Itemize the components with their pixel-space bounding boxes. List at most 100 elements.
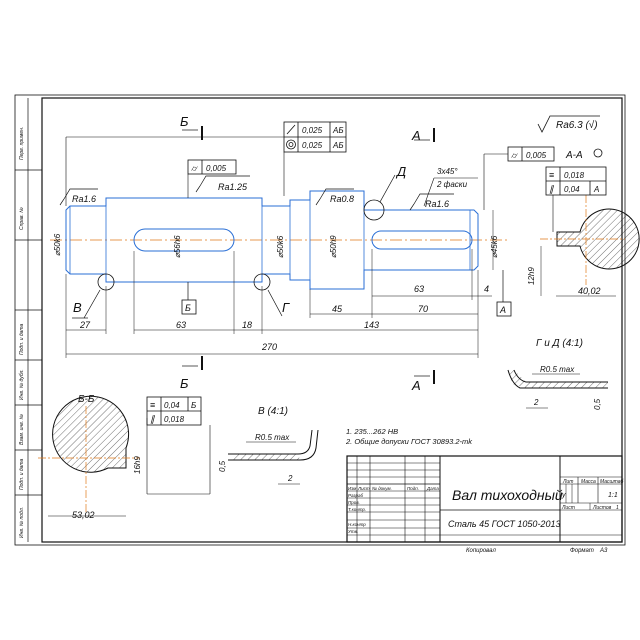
dim-d-collar: ⌀50h9 <box>329 235 338 258</box>
tb-utv: Утв. <box>348 529 358 534</box>
footer-format-value: А3 <box>599 548 608 554</box>
view-callouts: В Г Д <box>72 164 406 319</box>
dim-70: 70 <box>418 304 428 314</box>
par-a-value: 0,04 <box>564 185 580 194</box>
general-roughness-text: Ra6.3 (√) <box>556 119 598 131</box>
svg-text:⌭: ⌭ <box>511 151 518 160</box>
shaft-main-view <box>50 190 510 291</box>
tb-col-scale: Масштаб <box>600 479 624 485</box>
svg-text:∥: ∥ <box>549 184 555 194</box>
detail-gd-dim2: 2 <box>533 398 539 407</box>
svg-text:∥: ∥ <box>150 414 156 424</box>
label-view-g: Г <box>282 300 290 315</box>
strip-inv-dubl: Инв. № дубл. <box>19 369 25 400</box>
tb-sheets: Листов <box>592 505 612 511</box>
dim-63b: 63 <box>414 284 424 294</box>
drawing-frame <box>41 97 623 543</box>
tb-tkontr: Т.контр. <box>348 507 366 512</box>
roughness-2: Ra1.25 <box>218 182 248 192</box>
cyl-right-value: 0,005 <box>526 151 547 160</box>
section-a-bottom: А <box>411 378 421 393</box>
tb-col-mass: Масса <box>581 479 596 485</box>
tb-sign: Подп. <box>407 486 419 491</box>
tolerance-frames-top: 0,025 АБ 0,025 АБ ⌭ 0,005 ⌭ 0,005 <box>65 121 555 210</box>
runout-ref: АБ <box>332 126 344 135</box>
tb-izm: Изм <box>348 486 356 491</box>
cyl-left-value: 0,005 <box>206 164 227 173</box>
section-a-markers: А А <box>411 128 435 393</box>
roughness-3: Ra0.8 <box>330 194 354 204</box>
tb-razrab: Разраб <box>348 493 364 498</box>
keyway-left <box>133 228 235 252</box>
dim-45: 45 <box>332 304 343 314</box>
strip-perv: Перв. примен. <box>19 127 25 160</box>
detail-v-title: В (4:1) <box>258 406 288 417</box>
tb-date: Дата <box>426 486 439 491</box>
svg-text:⌭: ⌭ <box>191 164 198 173</box>
part-name: Вал тихоходный <box>452 487 563 503</box>
diameter-labels: ⌀50k6 ⌀56h6 ⌀50k6 ⌀50h9 ⌀45k6 <box>53 210 499 270</box>
dim-27: 27 <box>79 320 91 330</box>
key-b-depth: 16h9 <box>133 456 142 474</box>
left-strip: Перв. примен. Справ. № Подп. и дата Инв.… <box>15 98 42 542</box>
dim-18: 18 <box>242 320 252 330</box>
chamfer-note: 3х45° 2 фаски <box>423 167 478 207</box>
title-block: Изм Лист № докум. Подп. Дата Разраб Пров… <box>346 455 624 543</box>
detail-gd-radius: R0.5 max <box>540 365 575 374</box>
detail-v-dim2: 2 <box>287 474 293 483</box>
section-a-top: А <box>411 128 421 143</box>
section-a-a: А-А ≡ ∥ 0,018 0,04 А 12h9 40,02 <box>527 148 640 297</box>
label-view-v: В <box>73 300 82 315</box>
base-a: А <box>499 305 506 315</box>
dim-143: 143 <box>364 320 379 330</box>
par-b-value: 0,04 <box>164 401 180 410</box>
label-view-d: Д <box>395 164 406 179</box>
section-b-b-hatch <box>52 395 130 473</box>
part-material: Сталь 45 ГОСТ 1050-2013 <box>448 519 560 529</box>
tb-sheets-value: 1 <box>616 505 619 511</box>
runout-value: 0,025 <box>302 126 323 135</box>
general-roughness: Ra6.3 (√) <box>537 115 600 133</box>
detail-gd-title: Г и Д (4:1) <box>536 338 583 349</box>
sym-b-value: 0,018 <box>164 415 185 424</box>
base-b: Б <box>185 303 191 313</box>
sym-a-value: 0,018 <box>564 171 585 180</box>
dim-d-shoulder: ⌀50k6 <box>276 235 285 258</box>
detail-v-dim05: 0,5 <box>218 460 227 472</box>
svg-text:≡: ≡ <box>150 400 155 410</box>
roughness-marks: Ra1.6 Ra1.25 Ra0.8 Ra1.6 <box>59 175 454 211</box>
linear-dims: 27 63 18 143 45 70 63 4 270 <box>65 249 492 358</box>
strip-sprav: Справ. № <box>19 207 25 230</box>
note-2: 2. Общие допуски ГОСТ 30893.2-mk <box>345 437 473 446</box>
dim-4: 4 <box>484 284 489 294</box>
strip-podp1: Подп. и дата <box>19 323 25 355</box>
section-b-bottom: Б <box>180 376 189 391</box>
dim-270: 270 <box>261 342 277 352</box>
sheet-frame <box>14 94 626 546</box>
section-a-a-title: А-А <box>565 150 583 161</box>
base-markers: Б А <box>181 270 512 317</box>
dim-63a: 63 <box>176 320 186 330</box>
strip-vzam: Взам. инв. № <box>19 413 25 445</box>
tb-sheet: Лист <box>561 505 575 511</box>
coax-value: 0,025 <box>302 141 323 150</box>
strip-podp2: Подп. и дата <box>19 458 25 490</box>
tb-lit-value: у <box>561 492 566 499</box>
detail-circle-d <box>363 199 385 221</box>
coax-ref: АБ <box>332 141 344 150</box>
chamfer-note-text: 2 фаски <box>436 180 468 189</box>
section-b-markers: Б Б <box>180 114 203 391</box>
technical-notes: 1. 235...262 НВ 2. Общие допуски ГОСТ 30… <box>345 427 473 446</box>
par-b-ref: Б <box>191 401 196 410</box>
key-b-width: 53,02 <box>72 510 95 520</box>
chamfer-text: 3х45° <box>437 167 458 176</box>
detail-gd-dim05: 0,5 <box>593 398 602 410</box>
tb-scale-value: 1:1 <box>608 492 618 499</box>
key-a-width: 40,02 <box>578 286 601 296</box>
keyway-right <box>371 230 473 250</box>
footer-copied: Копировал <box>466 548 496 554</box>
detail-view-gd: Г и Д (4:1) R0.5 max 2 0,5 <box>507 338 608 410</box>
par-a-ref: А <box>593 185 599 194</box>
tb-col-lit: Лит <box>562 479 573 485</box>
strip-inv-podl: Инв. № подл. <box>19 507 25 538</box>
